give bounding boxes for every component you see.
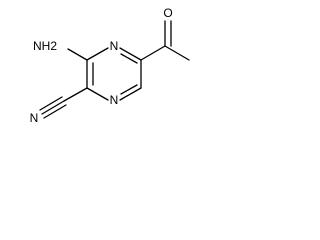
ring-n-top-label: N [110, 39, 119, 53]
pyrazine-ring [86, 47, 142, 101]
bond-nitrile-triple-3 [43, 104, 67, 119]
bond-c-to-amine [67, 48, 88, 61]
bond-n-bottom-to-c-cyano [86, 87, 109, 101]
bond-ring-to-nitrile-c [63, 87, 88, 102]
acetyl-group [140, 20, 190, 61]
bond-n-top-to-c-acetyl [119, 47, 142, 61]
bond-ch-to-n-bottom-double [120, 84, 138, 95]
bond-ch-to-n-bottom [119, 87, 142, 101]
bond-nitrile-triple-2 [39, 96, 63, 111]
carbonyl-oxygen-label: O [163, 6, 172, 20]
bond-ring-to-carbonyl-c [140, 45, 166, 61]
bond-carbonyl-c-to-methyl [164, 45, 190, 61]
nitrile-nitrogen-label: N [30, 111, 39, 125]
bond-n-top-to-c-acetyl-double [120, 53, 138, 64]
structure-diagram: NH2 N N O N [30, 6, 190, 125]
bond-nitrile-triple-1 [41, 100, 65, 115]
bond-c-amino-to-n-top [86, 47, 109, 61]
ring-n-bottom-label: N [110, 93, 119, 107]
amine-label: NH2 [33, 39, 57, 53]
nitrile-group [39, 87, 88, 119]
